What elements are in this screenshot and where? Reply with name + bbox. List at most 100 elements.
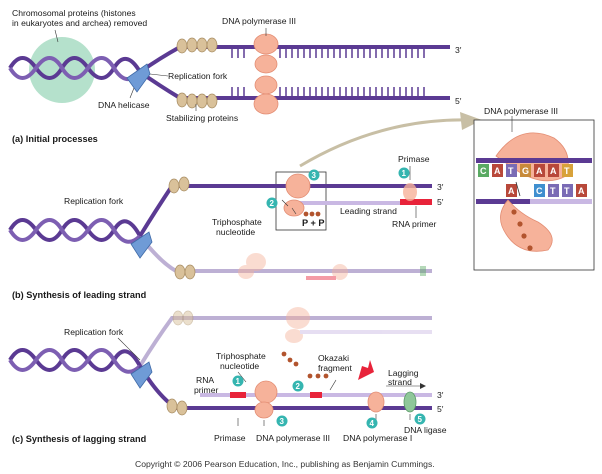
label-5prime-a: 5′ — [455, 96, 462, 106]
top-template-a — [138, 45, 450, 74]
label-dna-ligase: DNA ligase — [404, 425, 447, 435]
label-primase-b: Primase — [398, 154, 430, 164]
dna-ligase-shape — [403, 391, 417, 413]
helix-strand-b2 — [8, 218, 142, 244]
label-dna-polymerase-iii-c: DNA polymerase III — [256, 433, 330, 443]
inset-incoming-arrow — [515, 181, 521, 197]
dna-polymerase-i-c-shape — [367, 391, 385, 413]
label-triphosphate-b-1: Triphosphate — [212, 217, 262, 227]
inset-base-top-1: A — [494, 166, 501, 176]
helix-strand-b1 — [8, 218, 142, 242]
label-triphosphate-c-2: nucleotide — [220, 361, 259, 371]
inset-base-bottom-2: T — [550, 186, 556, 196]
label-lagging-1: Lagging — [388, 368, 419, 378]
label-5prime-b: 5′ — [437, 197, 444, 207]
label-stabilizing-proteins: Stabilizing proteins — [166, 113, 238, 123]
rna-primer-b — [400, 199, 432, 205]
inset-base-bottom-3: T — [564, 186, 570, 196]
step-badge-c-2 — [292, 380, 304, 392]
panel-b: 1 2 3 Primase 3′ 5′ Replication fork Tri… — [8, 154, 444, 300]
label-3prime-a: 3′ — [455, 45, 462, 55]
step-badge-c-5 — [414, 413, 426, 425]
step-number-c-2: 2 — [296, 382, 301, 391]
panel-c: 1 2 3 4 5 Replication fork Triphosphate … — [8, 307, 447, 444]
leaders-b — [281, 166, 417, 218]
inset-top-strand — [476, 158, 592, 163]
inset-panel: DNA polymerase III C A T G A A T — [275, 106, 595, 271]
stabilizing-beads-b — [168, 176, 196, 280]
label-chromosomal-proteins-1: Chromosomal proteins (histones — [12, 8, 136, 18]
label-replication-fork-a: Replication fork — [168, 71, 228, 81]
label-primase-c: Primase — [214, 433, 246, 443]
dna-helicase-b — [130, 231, 153, 259]
step-number-b-3: 3 — [312, 171, 317, 180]
rungs-bottom-a — [231, 87, 425, 96]
inset-base-top-4: A — [536, 166, 543, 176]
panel-b-title: (b) Synthesis of leading strand — [12, 290, 146, 300]
rna-primer-c — [230, 392, 246, 398]
step-badge-c-3 — [276, 415, 288, 427]
stabilizing-beads-c — [166, 310, 194, 416]
lagging-arrow-head — [420, 383, 426, 389]
label-dna-helicase: DNA helicase — [98, 100, 150, 110]
step-number-c-1: 1 — [236, 377, 241, 386]
inset-arrow-line — [299, 118, 471, 168]
inset-new-strand — [530, 199, 592, 204]
step-badge-b-2 — [266, 197, 278, 209]
label-5prime-c: 5′ — [437, 404, 444, 414]
label-p-plus-p: P + P — [302, 218, 325, 228]
inset-base-bottom-4: A — [578, 186, 585, 196]
step-number-c-4: 4 — [370, 419, 375, 428]
panel-a: Chromosomal proteins (histones in eukary… — [8, 8, 462, 144]
inset-top-bases: C A T G A A T — [478, 164, 573, 177]
label-triphosphate-c-1: Triphosphate — [216, 351, 266, 361]
dna-polymerase-iii-c — [254, 380, 278, 419]
inset-base-top-3: G — [522, 166, 529, 176]
label-dna-polymerase-i-c: DNA polymerase I — [343, 433, 412, 443]
stabilizing-beads-top-a — [176, 37, 218, 54]
helix-strand-c1 — [8, 348, 142, 372]
label-3prime-c: 3′ — [437, 390, 444, 400]
helix-strand-a2 — [8, 56, 142, 81]
okazaki-primer-marker — [358, 360, 374, 380]
step-badge-b-1 — [398, 167, 410, 179]
label-rna-primer-c-2: primer — [194, 385, 218, 395]
inset-base-top-5: A — [550, 166, 557, 176]
inset-base-top-0: C — [480, 166, 487, 176]
copyright-notice: Copyright © 2006 Pearson Education, Inc.… — [135, 459, 435, 469]
faded-leading-c — [285, 307, 432, 343]
rna-primer-c-2 — [310, 392, 322, 398]
dna-polymerase-iii-a — [253, 33, 279, 115]
stabilizing-beads-bottom-a — [176, 92, 218, 109]
rungs-top-a — [231, 49, 425, 58]
step-badge-c-4 — [366, 417, 378, 429]
step-number-b-1: 1 — [402, 169, 407, 178]
label-replication-fork-b: Replication fork — [64, 196, 124, 206]
inset-base-top-2: T — [508, 166, 514, 176]
label-replication-fork-c: Replication fork — [64, 327, 124, 337]
panel-a-title: (a) Initial processes — [12, 134, 98, 144]
label-leading-strand: Leading strand — [340, 206, 397, 216]
dna-polymerase-iii-b — [283, 173, 311, 217]
step-number-b-2: 2 — [270, 199, 275, 208]
inset-base-bottom-1: C — [536, 186, 543, 196]
step-number-c-3: 3 — [280, 417, 285, 426]
inset-phosphate-chain — [511, 209, 533, 251]
inset-base-bottom-0: A — [508, 186, 515, 196]
primase-b-shape — [403, 183, 417, 201]
inset-bottom-bases: A C T T A — [506, 184, 587, 197]
label-okazaki-1: Okazaki — [318, 353, 349, 363]
top-template-c — [138, 316, 432, 368]
panel-c-title: (c) Synthesis of lagging strand — [12, 434, 146, 444]
nucleotide-chain-c — [281, 351, 329, 379]
label-chromosomal-proteins-2: in eukaryotes and archea) removed — [12, 18, 147, 28]
inset-base-top-6: T — [564, 166, 570, 176]
label-triphosphate-b-2: nucleotide — [216, 227, 255, 237]
step-number-c-5: 5 — [418, 415, 423, 424]
nucleotide-chain-b — [303, 211, 321, 217]
label-rna-primer-c-1: RNA — [196, 375, 214, 385]
step-badge-c-1 — [232, 375, 244, 387]
helix-strand-c2 — [8, 348, 142, 374]
